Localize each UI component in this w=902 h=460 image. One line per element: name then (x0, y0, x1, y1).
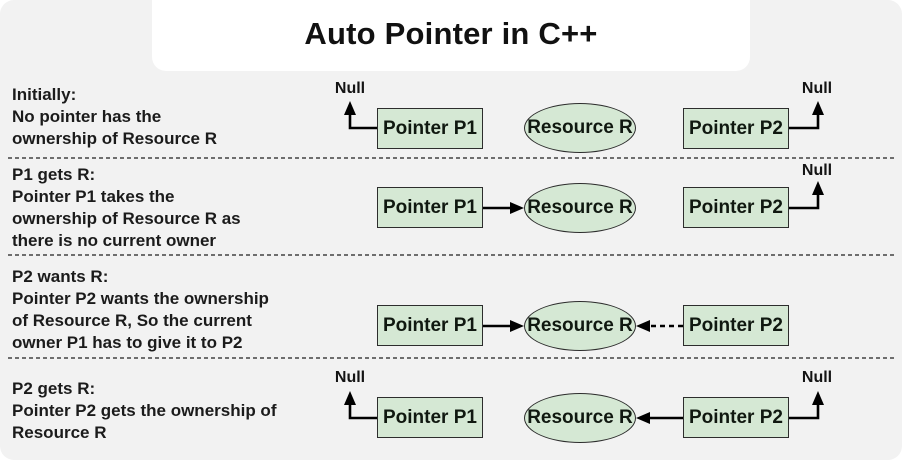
row-separator (8, 357, 894, 359)
pointer-p1-label: Pointer P1 (383, 196, 477, 218)
resource-r-label: Resource R (527, 197, 633, 218)
resource-r-label: Resource R (527, 315, 633, 336)
caption-p2-gets-r: P2 gets R: Pointer P2 gets the ownership… (12, 379, 277, 442)
row4-pointer-p2-box: Pointer P2 (683, 397, 789, 438)
row4-p2-to-resource-arrow (636, 412, 683, 424)
caption-p1-gets-r: P1 gets R: Pointer P1 takes the ownershi… (12, 165, 241, 250)
row4-null-label-left: Null (334, 369, 366, 386)
pointer-p1-label: Pointer P1 (383, 406, 477, 428)
row3-pointer-p2-box: Pointer P2 (683, 305, 789, 346)
row1-p1-to-null-arrow (344, 101, 377, 130)
row-separator (8, 157, 894, 159)
row2-pointer-p2-box: Pointer P2 (683, 187, 789, 228)
row1-resource-ellipse: Resource R (524, 103, 636, 153)
row3-p1-to-resource-arrow (483, 320, 524, 332)
pointer-p2-label: Pointer P2 (689, 314, 783, 336)
pointer-p1-label: Pointer P1 (383, 314, 477, 336)
caption-initially: Initially: No pointer has the ownership … (12, 85, 217, 148)
row2-p1-to-resource-arrow (483, 202, 524, 214)
row2-resource-ellipse: Resource R (524, 183, 636, 233)
row1-p2-to-null-arrow (789, 101, 824, 130)
pointer-p1-label: Pointer P1 (383, 117, 477, 139)
pointer-p2-label: Pointer P2 (689, 117, 783, 139)
row1-null-label-right: Null (801, 80, 833, 97)
row2-pointer-p1-box: Pointer P1 (377, 187, 483, 228)
row3-p2-to-resource-dashed-arrow (636, 320, 683, 332)
row1-null-label-left: Null (334, 80, 366, 97)
row4-resource-ellipse: Resource R (524, 393, 636, 443)
row4-pointer-p1-box: Pointer P1 (377, 397, 483, 438)
caption-p2-wants-r: P2 wants R: Pointer P2 wants the ownersh… (12, 267, 269, 352)
pointer-p2-label: Pointer P2 (689, 406, 783, 428)
row3-pointer-p1-box: Pointer P1 (377, 305, 483, 346)
row3-resource-ellipse: Resource R (524, 301, 636, 351)
row4-p1-to-null-arrow (344, 391, 377, 420)
resource-r-label: Resource R (527, 117, 633, 138)
page-title: Auto Pointer in C++ (304, 15, 598, 51)
resource-r-label: Resource R (527, 407, 633, 428)
row2-null-label-right: Null (801, 162, 833, 179)
row4-null-label-right: Null (801, 369, 833, 386)
row-separator (8, 254, 894, 256)
row4-p2-to-null-arrow (789, 391, 824, 420)
row1-pointer-p1-box: Pointer P1 (377, 108, 483, 149)
row1-pointer-p2-box: Pointer P2 (683, 108, 789, 149)
title-panel: Auto Pointer in C++ (152, 0, 750, 71)
row2-p2-to-null-arrow (789, 181, 824, 210)
pointer-p2-label: Pointer P2 (689, 196, 783, 218)
